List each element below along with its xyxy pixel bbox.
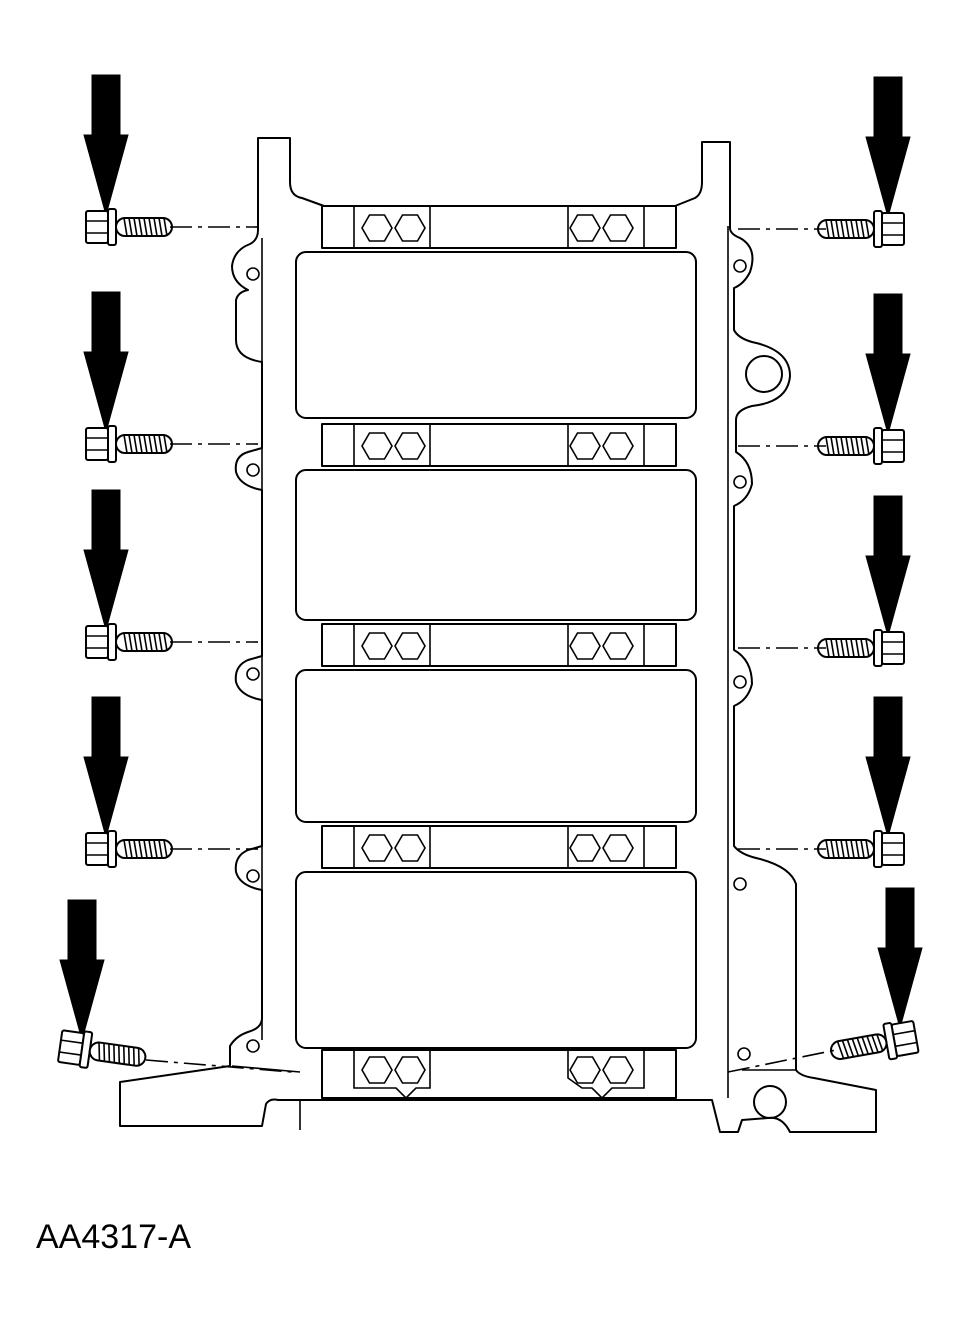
right-bolt-assembly bbox=[738, 76, 911, 248]
hex-nut-icon bbox=[569, 632, 601, 660]
hex-nut-icon bbox=[602, 834, 634, 862]
bolt-hole bbox=[246, 667, 260, 681]
window-opening bbox=[295, 251, 697, 419]
dowel-boss bbox=[753, 1085, 787, 1119]
main-cap bbox=[321, 1049, 677, 1100]
window-opening bbox=[295, 669, 697, 823]
hex-nut-icon bbox=[602, 214, 634, 242]
arrow-down-icon bbox=[865, 696, 911, 839]
window-opening bbox=[295, 871, 697, 1049]
hex-nut-icon bbox=[602, 632, 634, 660]
hex-nut-icon bbox=[569, 432, 601, 460]
hex-nut-icon bbox=[394, 632, 426, 660]
bolt-hole bbox=[733, 675, 747, 689]
flange-bolt-icon bbox=[85, 208, 173, 246]
left-bolt-assembly bbox=[83, 489, 258, 661]
bolt-hole bbox=[733, 259, 747, 273]
bolt-hole bbox=[246, 869, 260, 883]
arrow-down-icon bbox=[865, 76, 911, 219]
arrow-down-icon bbox=[83, 489, 129, 632]
flange-bolt-icon bbox=[817, 210, 905, 248]
right-bolt-assembly bbox=[738, 696, 911, 868]
left-bolt-assembly bbox=[83, 696, 258, 868]
locating-holes bbox=[246, 259, 787, 1119]
right-bolt-assembly bbox=[738, 293, 911, 465]
hex-nut-icon bbox=[394, 432, 426, 460]
hex-nut-icon bbox=[569, 1056, 601, 1084]
bolt-hole bbox=[733, 877, 747, 891]
hex-nut-icon bbox=[394, 1056, 426, 1084]
leader-line bbox=[145, 1059, 293, 1073]
hex-nut-icon bbox=[361, 834, 393, 862]
arrow-down-icon bbox=[83, 74, 129, 217]
window-openings bbox=[295, 251, 697, 1049]
right-bolt-assembly bbox=[738, 495, 911, 667]
hex-nut-icon bbox=[394, 214, 426, 242]
arrow-down-icon bbox=[877, 887, 923, 1030]
flange-bolt-icon bbox=[817, 629, 905, 667]
left-bolt-assembly bbox=[57, 899, 293, 1073]
hex-nut-icon bbox=[361, 214, 393, 242]
hex-nut-icon bbox=[569, 834, 601, 862]
hex-nut-group bbox=[361, 214, 634, 1084]
bolt-hole bbox=[246, 463, 260, 477]
left-bolt-assembly bbox=[83, 74, 258, 246]
dowel-boss bbox=[745, 355, 783, 393]
girdle-casting bbox=[119, 137, 877, 1133]
leader-line bbox=[727, 1049, 837, 1073]
flange-bolt-icon bbox=[85, 623, 173, 661]
main-caps bbox=[321, 205, 677, 1100]
hex-nut-icon bbox=[361, 1056, 393, 1084]
arrow-down-icon bbox=[83, 291, 129, 434]
left-bolt-assembly bbox=[83, 291, 258, 463]
flange-bolt-icon bbox=[57, 1029, 147, 1069]
flange-bolt-icon bbox=[85, 830, 173, 868]
hex-nut-icon bbox=[361, 632, 393, 660]
reference-code: AA4317-A bbox=[36, 1218, 191, 1256]
bolt-hole bbox=[246, 1039, 260, 1053]
hex-nut-icon bbox=[361, 432, 393, 460]
flange-bolt-icon bbox=[817, 830, 905, 868]
arrow-down-icon bbox=[59, 899, 105, 1042]
flange-bolt-icon bbox=[85, 425, 173, 463]
flange-bolt-icon bbox=[817, 427, 905, 465]
arrow-down-icon bbox=[865, 293, 911, 436]
flange-bolt-icon bbox=[830, 1020, 920, 1061]
bolt-hole bbox=[733, 475, 747, 489]
bolt-hole bbox=[737, 1047, 751, 1061]
arrow-down-icon bbox=[83, 696, 129, 839]
hex-nut-icon bbox=[602, 432, 634, 460]
hex-nut-icon bbox=[394, 834, 426, 862]
arrow-down-icon bbox=[865, 495, 911, 638]
side-bolts bbox=[57, 74, 923, 1073]
hex-nut-icon bbox=[569, 214, 601, 242]
window-opening bbox=[295, 469, 697, 621]
right-bolt-assembly bbox=[727, 887, 923, 1073]
bolt-hole bbox=[246, 267, 260, 281]
hex-nut-icon bbox=[602, 1056, 634, 1084]
